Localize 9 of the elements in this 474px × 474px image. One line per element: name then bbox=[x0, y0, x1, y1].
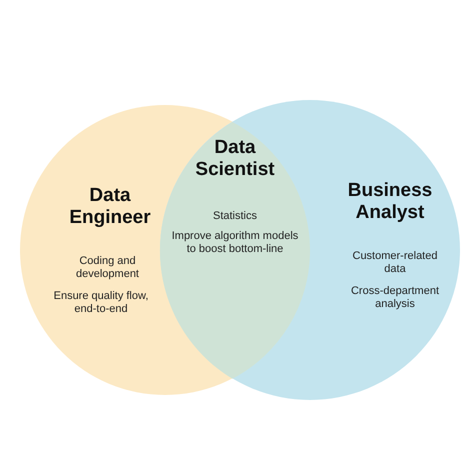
role-title: Data Engineer bbox=[68, 185, 152, 229]
role-title: Data Scientist bbox=[194, 136, 276, 181]
skill-text: Coding and development bbox=[75, 255, 140, 281]
skill-text: Improve algorithm models to boost bottom-line bbox=[170, 230, 300, 256]
skill-text: Statistics bbox=[212, 210, 258, 223]
skill-text: Customer-related data bbox=[352, 250, 438, 276]
role-title: Business Analyst bbox=[346, 180, 434, 224]
skill-text: Cross-department analysis bbox=[350, 285, 440, 311]
skill-text: Ensure quality flow, end-to-end bbox=[52, 290, 150, 316]
